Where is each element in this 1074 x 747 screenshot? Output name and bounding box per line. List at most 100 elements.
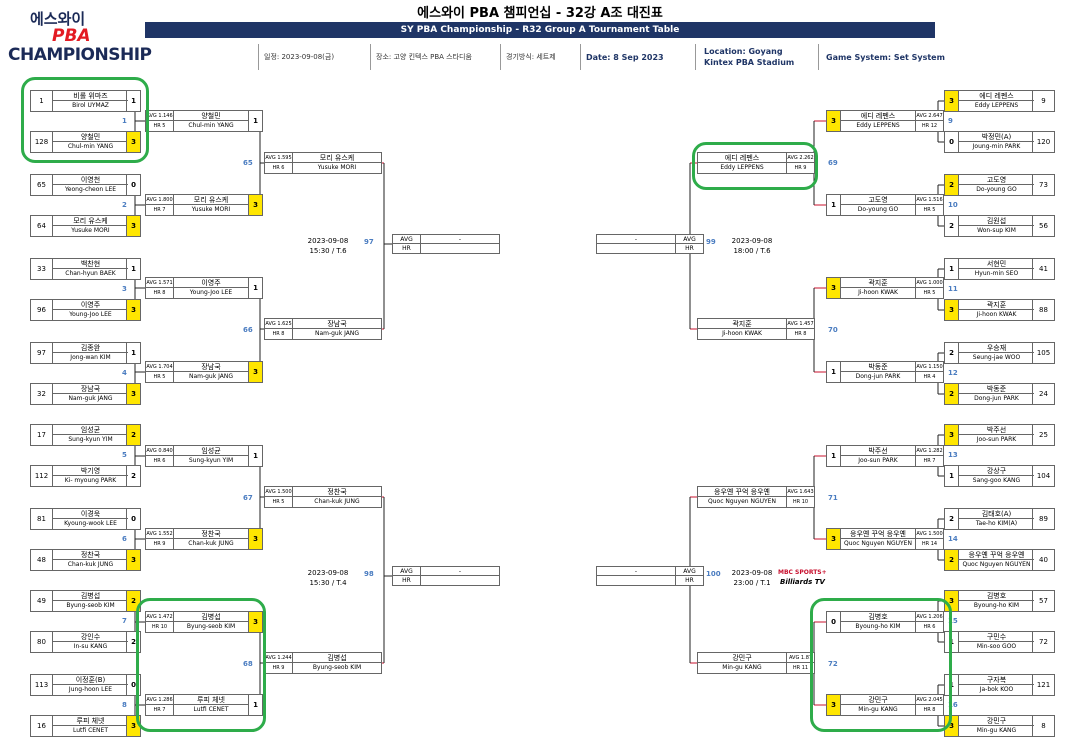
set-score: 2 — [945, 509, 959, 529]
player-name-kr: 에디 레펜스 — [698, 153, 786, 163]
match-number: 14 — [948, 534, 958, 543]
player-name-en: Byoung-ho KIM — [973, 602, 1020, 609]
seed-number: 120 — [1032, 132, 1054, 152]
average-value: AVG 1.282 — [915, 446, 943, 456]
player-name-kr: 박정민(A) — [959, 132, 1034, 142]
seed-number: 88 — [1032, 300, 1054, 320]
player-name-en: Chul-min YANG — [67, 143, 114, 150]
set-score: 3 — [945, 425, 959, 445]
player-name-kr: 모리 유스케 — [293, 153, 381, 163]
seed-number: 128 — [31, 132, 53, 152]
seed-number: 57 — [1032, 591, 1054, 611]
player-name-en: Byoung-ho KIM — [855, 623, 901, 630]
set-score: 2 — [945, 343, 959, 363]
seed-number: 121 — [1032, 675, 1054, 695]
player-name-kr: 백찬현 — [53, 259, 128, 269]
player-name-en: Eddy LEPPENS — [974, 102, 1019, 109]
info-date-en: Date: 8 Sep 2023 — [586, 53, 664, 62]
hr-label: HR — [393, 576, 421, 585]
set-score: 1 — [126, 259, 140, 279]
player-name-kr: 이정훈(B) — [53, 675, 128, 685]
player-name-kr: 응우옌 꾸억 응우옌 — [959, 550, 1034, 560]
average-value: AVG 1.286 — [146, 695, 174, 705]
match-number: 3 — [122, 284, 127, 293]
player-name-kr: 루피 체넷 — [53, 716, 128, 726]
average-value: AVG 1.625 — [265, 319, 293, 329]
player-name-en: Quoc Nguyen NGUYEN — [844, 540, 912, 547]
player-name-en: Byung-seob KIM — [312, 664, 362, 671]
high-run-value: HR 6 — [915, 622, 943, 632]
avg-value: - — [421, 235, 499, 244]
set-score: 2 — [945, 175, 959, 195]
set-score: 3 — [827, 278, 841, 298]
player-name-kr: 박주선 — [959, 425, 1034, 435]
set-score: 0 — [126, 675, 140, 695]
divider — [818, 44, 819, 70]
player-name-en: Eddy LEPPENS — [856, 122, 900, 129]
set-score: 3 — [248, 362, 262, 382]
average-value: AVG 1.643 — [786, 487, 814, 497]
match-number: 6 — [122, 534, 127, 543]
seed-number: 73 — [1032, 175, 1054, 195]
player-name-en: Byung-seob KIM — [66, 602, 115, 609]
player-name-en: In-su KANG — [73, 643, 108, 650]
match-number: 68 — [243, 659, 253, 668]
match-number: 8 — [122, 700, 127, 709]
match-number: 65 — [243, 159, 253, 167]
player-name-kr: 고도영 — [841, 195, 915, 205]
high-run-value: HR 9 — [786, 163, 814, 173]
player-name-kr: 강민구 — [959, 716, 1034, 726]
player-name-kr: 이경욱 — [53, 509, 128, 519]
seed-number: 41 — [1032, 259, 1054, 279]
player-name-kr: 장남국 — [293, 319, 381, 329]
player-name-kr: 양철민 — [53, 132, 128, 142]
match-number: 69 — [828, 159, 838, 167]
player-name-kr: 김병섭 — [53, 591, 128, 601]
seed-number: 112 — [31, 466, 53, 486]
high-run-value: HR 8 — [146, 288, 174, 298]
player-name-en: Won-sup KIM — [977, 227, 1016, 234]
player-name-kr: 응우옌 꾸억 응우옌 — [841, 529, 915, 539]
seed-number: 33 — [31, 259, 53, 279]
set-score: 1 — [827, 362, 841, 382]
player-name-en: Yusuke MORI — [191, 206, 231, 213]
seed-number: 1 — [31, 91, 53, 111]
divider — [580, 44, 581, 70]
player-name-en: Chul-min YANG — [188, 122, 234, 129]
player-name-en: Quoc Nguyen NGUYEN — [708, 498, 776, 505]
set-score: 1 — [126, 91, 140, 111]
set-score: 1 — [945, 259, 959, 279]
player-name-en: Min-soo GOO — [976, 643, 1017, 650]
player-name-kr: 서현민 — [959, 259, 1034, 269]
high-run-value: HR 4 — [915, 372, 943, 382]
set-score: 2 — [126, 466, 140, 486]
seed-number: 17 — [31, 425, 53, 445]
